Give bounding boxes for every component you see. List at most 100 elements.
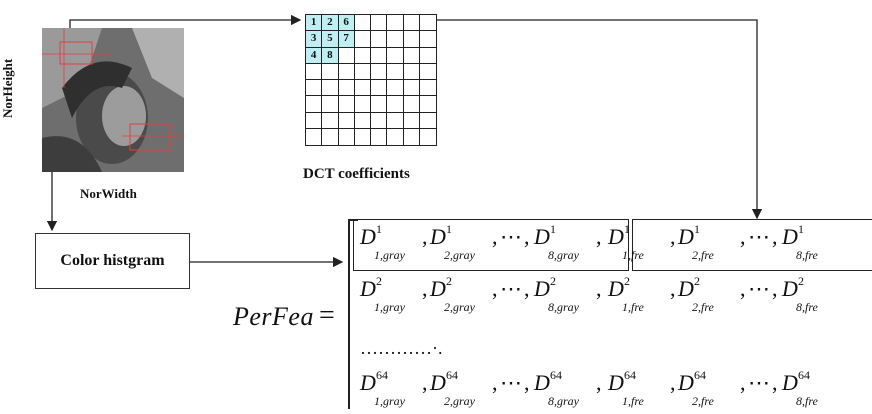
feature-superscript: 2 — [798, 274, 804, 288]
separator: , — [492, 276, 498, 301]
dct-cell: 4 — [306, 47, 323, 64]
dct-cell — [338, 47, 355, 64]
dct-cell — [403, 80, 420, 97]
separator: ⋯ — [500, 370, 522, 395]
frequency-feature-box — [632, 219, 872, 271]
dct-cell — [403, 47, 420, 64]
feature-superscript: 2 — [376, 274, 382, 288]
dct-cell — [419, 96, 436, 113]
feature-subscript: 2,fre — [692, 248, 714, 262]
dct-cell — [387, 31, 404, 48]
separator: , — [596, 370, 602, 395]
dct-cell: 5 — [322, 31, 339, 48]
dct-cell — [419, 80, 436, 97]
separator: , — [772, 224, 778, 249]
dct-cell — [354, 96, 371, 113]
feature-superscript: 1 — [446, 222, 452, 236]
dct-cell — [419, 31, 436, 48]
dct-cell: 7 — [338, 31, 355, 48]
feature-superscript: 64 — [694, 368, 706, 382]
separator: ⋯ — [748, 276, 770, 301]
feature-superscript: 64 — [550, 368, 562, 382]
dct-cell — [404, 128, 420, 145]
feature-subscript: 8,gray — [548, 300, 579, 314]
feature-subscript: 8,fre — [796, 394, 818, 408]
feature-symbol: D — [678, 276, 694, 301]
separator: , — [524, 276, 530, 301]
feature-symbol: D — [678, 224, 694, 249]
feature-subscript: 2,fre — [692, 394, 714, 408]
dct-cell — [420, 129, 436, 145]
arrow-dct-to-fre — [437, 19, 763, 220]
dct-cell — [354, 112, 371, 129]
dct-cell: 2 — [322, 15, 339, 32]
dct-cell — [371, 15, 388, 32]
feature-subscript: 8,fre — [796, 300, 818, 314]
separator: , — [422, 370, 428, 395]
dct-cell — [419, 15, 436, 32]
dct-cell — [354, 47, 371, 64]
feature-subscript: 2,fre — [692, 300, 714, 314]
feature-subscript: 1,gray — [374, 394, 405, 408]
separator: , — [492, 224, 498, 249]
dct-cell — [387, 96, 404, 113]
dct-cell — [338, 96, 355, 113]
feature-symbol: D — [678, 370, 694, 395]
color-histogram-box: Color histgram — [35, 233, 190, 289]
dct-cell — [338, 80, 355, 97]
feature-symbol: D — [360, 370, 376, 395]
dct-cell — [371, 47, 388, 64]
dct-cell — [322, 112, 339, 129]
dct-cell — [419, 64, 436, 80]
nor-width-label: NorWidth — [80, 186, 137, 201]
dct-cell — [371, 80, 388, 97]
feature-subscript: 1,fre — [622, 300, 644, 314]
color-histogram-label: Color histgram — [60, 252, 165, 269]
dct-cell — [354, 31, 371, 48]
dct-cell — [338, 112, 355, 129]
feature-superscript: 64 — [376, 368, 388, 382]
feature-symbol: D — [782, 224, 798, 249]
feature-symbol: D — [534, 276, 550, 301]
feature-symbol: D — [782, 370, 798, 395]
separator: ⋯ — [748, 370, 770, 395]
feature-superscript: 2 — [446, 274, 452, 288]
separator: , — [492, 370, 498, 395]
separator: , — [670, 276, 676, 301]
dct-cell — [322, 96, 339, 113]
dct-cell — [419, 48, 436, 64]
separator: ⋯ — [500, 276, 522, 301]
separator: , — [596, 276, 602, 301]
dct-cell — [387, 47, 404, 64]
feature-superscript: 1 — [550, 222, 556, 236]
dct-cell — [354, 80, 371, 97]
dct-cell — [403, 31, 420, 48]
dct-cell — [306, 96, 323, 113]
feature-subscript: 1,fre — [622, 248, 644, 262]
separator: , — [422, 276, 428, 301]
feature-subscript: 8,gray — [548, 248, 579, 262]
equals-sign: = — [319, 300, 335, 331]
dct-cell — [403, 96, 420, 113]
dct-cell — [354, 15, 371, 32]
feature-symbol: D — [360, 276, 376, 301]
feature-symbol: D — [608, 276, 624, 301]
nor-height-label: NorHeight — [0, 58, 15, 118]
feature-symbol: D — [782, 276, 798, 301]
separator: , — [422, 224, 428, 249]
